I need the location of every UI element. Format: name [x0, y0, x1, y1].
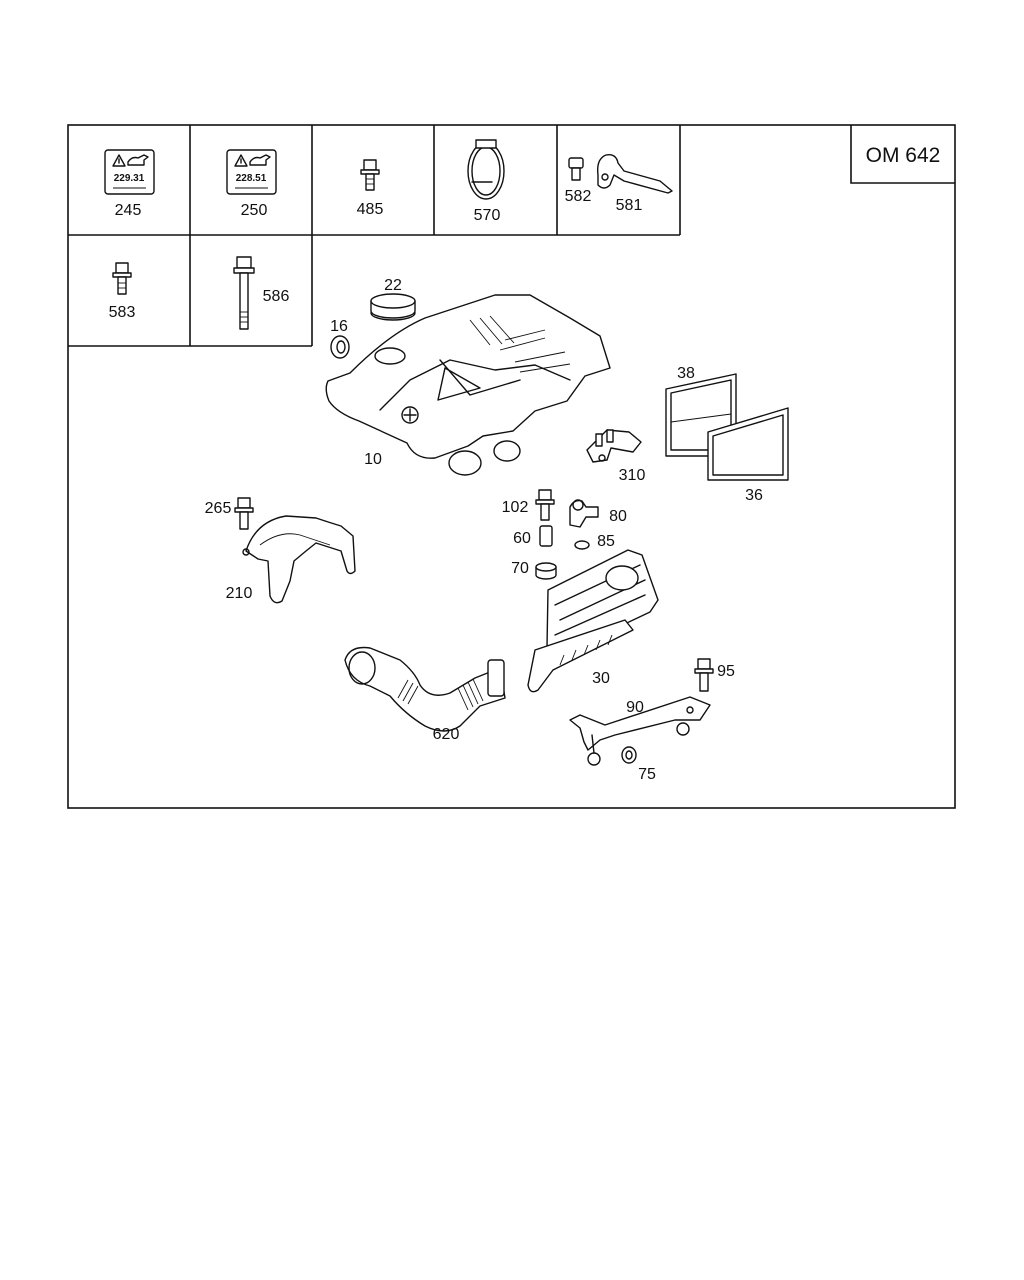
- part-210-heat-shield[interactable]: [242, 515, 356, 604]
- part-number-586: 586: [263, 288, 290, 305]
- part-number-245: 245: [115, 202, 142, 219]
- part-number-583: 583: [109, 304, 136, 321]
- part-number-95: 95: [717, 663, 735, 680]
- part-number-10: 10: [364, 451, 382, 468]
- model-code: OM 642: [866, 144, 941, 167]
- part-570-hose-clamp[interactable]: [467, 139, 505, 200]
- part-number-38: 38: [677, 365, 695, 382]
- part-number-210: 210: [226, 585, 253, 602]
- part-number-85: 85: [597, 533, 615, 550]
- part-36-filter-element[interactable]: [707, 407, 789, 481]
- part-70-rubber-mount[interactable]: [535, 562, 557, 580]
- part-number-80: 80: [609, 508, 627, 525]
- part-number-75: 75: [638, 766, 656, 783]
- part-number-70: 70: [511, 560, 529, 577]
- part-number-16: 16: [330, 318, 348, 335]
- part-80-sensor[interactable]: [569, 499, 599, 528]
- part-number-581: 581: [616, 197, 643, 214]
- part-581-bracket[interactable]: [596, 153, 673, 194]
- part-95-bolt[interactable]: [694, 658, 714, 692]
- part-60-sleeve[interactable]: [539, 525, 553, 547]
- part-number-102: 102: [502, 499, 529, 516]
- label-245-spec: 229.31: [114, 173, 145, 184]
- part-620-intake-hose[interactable]: [344, 646, 506, 732]
- parts-grid: [68, 125, 681, 347]
- part-85-seal-ring[interactable]: [574, 540, 590, 550]
- part-number-90: 90: [626, 699, 644, 716]
- part-265-bolt[interactable]: [234, 497, 254, 530]
- part-30-air-filter-housing[interactable]: [527, 549, 659, 693]
- part-number-570: 570: [474, 207, 501, 224]
- part-number-485: 485: [357, 201, 384, 218]
- part-number-250: 250: [241, 202, 268, 219]
- part-250-oil-label[interactable]: 228.51: [226, 149, 277, 195]
- part-485-bolt[interactable]: [360, 159, 380, 191]
- part-75-washer[interactable]: [621, 746, 637, 764]
- model-code-box: OM 642: [850, 125, 955, 184]
- part-number-265: 265: [205, 500, 232, 517]
- part-582-screw[interactable]: [568, 157, 584, 181]
- part-583-bolt[interactable]: [112, 262, 132, 295]
- part-number-620: 620: [433, 726, 460, 743]
- part-number-310: 310: [619, 467, 646, 484]
- part-16-grommet[interactable]: [330, 335, 350, 359]
- part-245-oil-label[interactable]: 229.31: [104, 149, 155, 195]
- part-310-bracket[interactable]: [586, 429, 642, 463]
- part-number-30: 30: [592, 670, 610, 687]
- part-586-long-bolt[interactable]: [233, 256, 255, 330]
- part-number-582: 582: [565, 188, 592, 205]
- part-102-bolt[interactable]: [535, 489, 555, 521]
- part-10-engine-cover[interactable]: [325, 294, 611, 476]
- part-90-bracket[interactable]: [569, 696, 711, 766]
- part-number-60: 60: [513, 530, 531, 547]
- part-number-36: 36: [745, 487, 763, 504]
- part-number-22: 22: [384, 277, 402, 294]
- label-250-spec: 228.51: [236, 173, 267, 184]
- part-22-cap[interactable]: [370, 293, 416, 321]
- diagram-frame: [67, 124, 956, 809]
